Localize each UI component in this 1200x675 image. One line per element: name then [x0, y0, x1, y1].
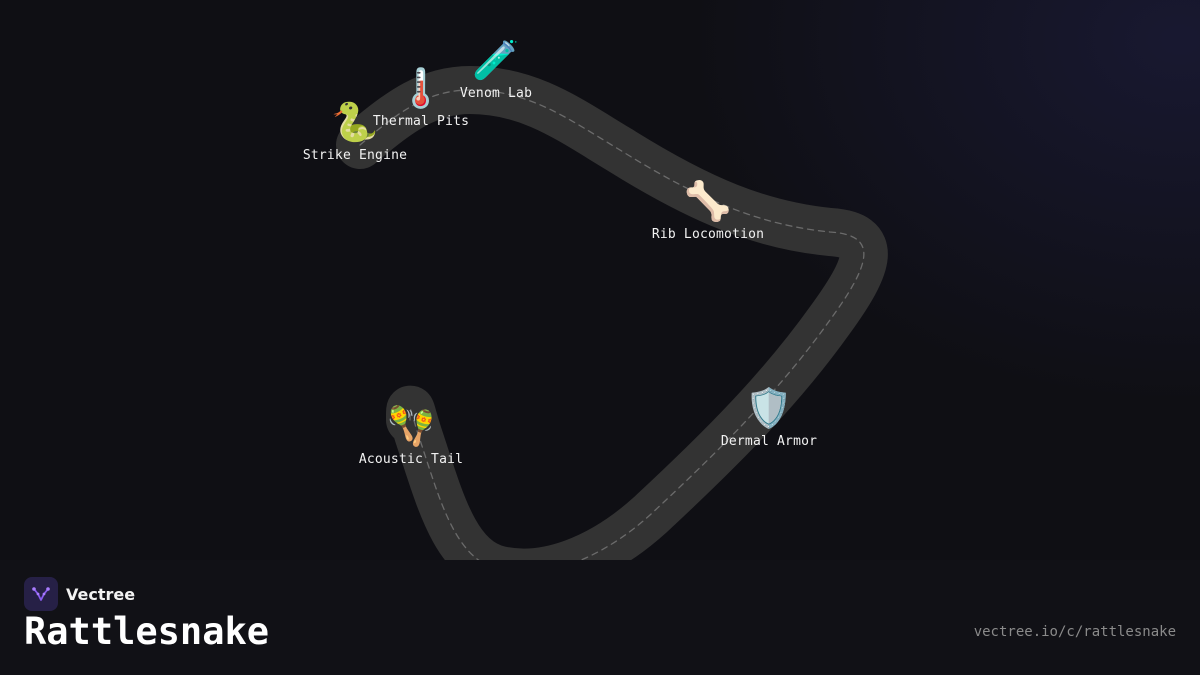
node-label: Thermal Pits	[372, 114, 470, 129]
maracas-icon: 🪇	[387, 404, 435, 448]
node-strike-engine[interactable]: 🐍 Strike Engine	[303, 100, 407, 163]
node-thermal-pits[interactable]: 🌡️ Thermal Pits	[373, 66, 469, 129]
page-url[interactable]: vectree.io/c/rattlesnake	[973, 624, 1176, 640]
path-road	[336, 66, 888, 597]
vectree-logo-icon	[24, 577, 58, 611]
node-rib-locomotion[interactable]: 🦴 Rib Locomotion	[652, 179, 764, 242]
node-dermal-armor[interactable]: 🛡️ Dermal Armor	[721, 386, 817, 449]
node-label: Strike Engine	[302, 148, 408, 163]
node-label: Rib Locomotion	[651, 227, 765, 242]
node-venom-lab[interactable]: 🧪 Venom Lab	[460, 38, 532, 101]
thermometer-icon: 🌡️	[397, 66, 445, 110]
node-label: Dermal Armor	[720, 434, 818, 449]
test-tube-icon: 🧪	[472, 38, 520, 82]
snake-icon: 🐍	[331, 100, 379, 144]
node-label: Acoustic Tail	[358, 452, 464, 467]
brand-name: Vectree	[66, 584, 136, 604]
node-acoustic-tail[interactable]: 🪇 Acoustic Tail	[359, 404, 463, 467]
brand[interactable]: Vectree	[24, 577, 135, 611]
path-dashed-center	[359, 89, 865, 574]
footer-bar	[0, 560, 1200, 675]
shield-icon: 🛡️	[745, 386, 793, 430]
page-title: Rattlesnake	[24, 610, 270, 653]
bone-icon: 🦴	[684, 179, 732, 223]
node-label: Venom Lab	[459, 86, 533, 101]
